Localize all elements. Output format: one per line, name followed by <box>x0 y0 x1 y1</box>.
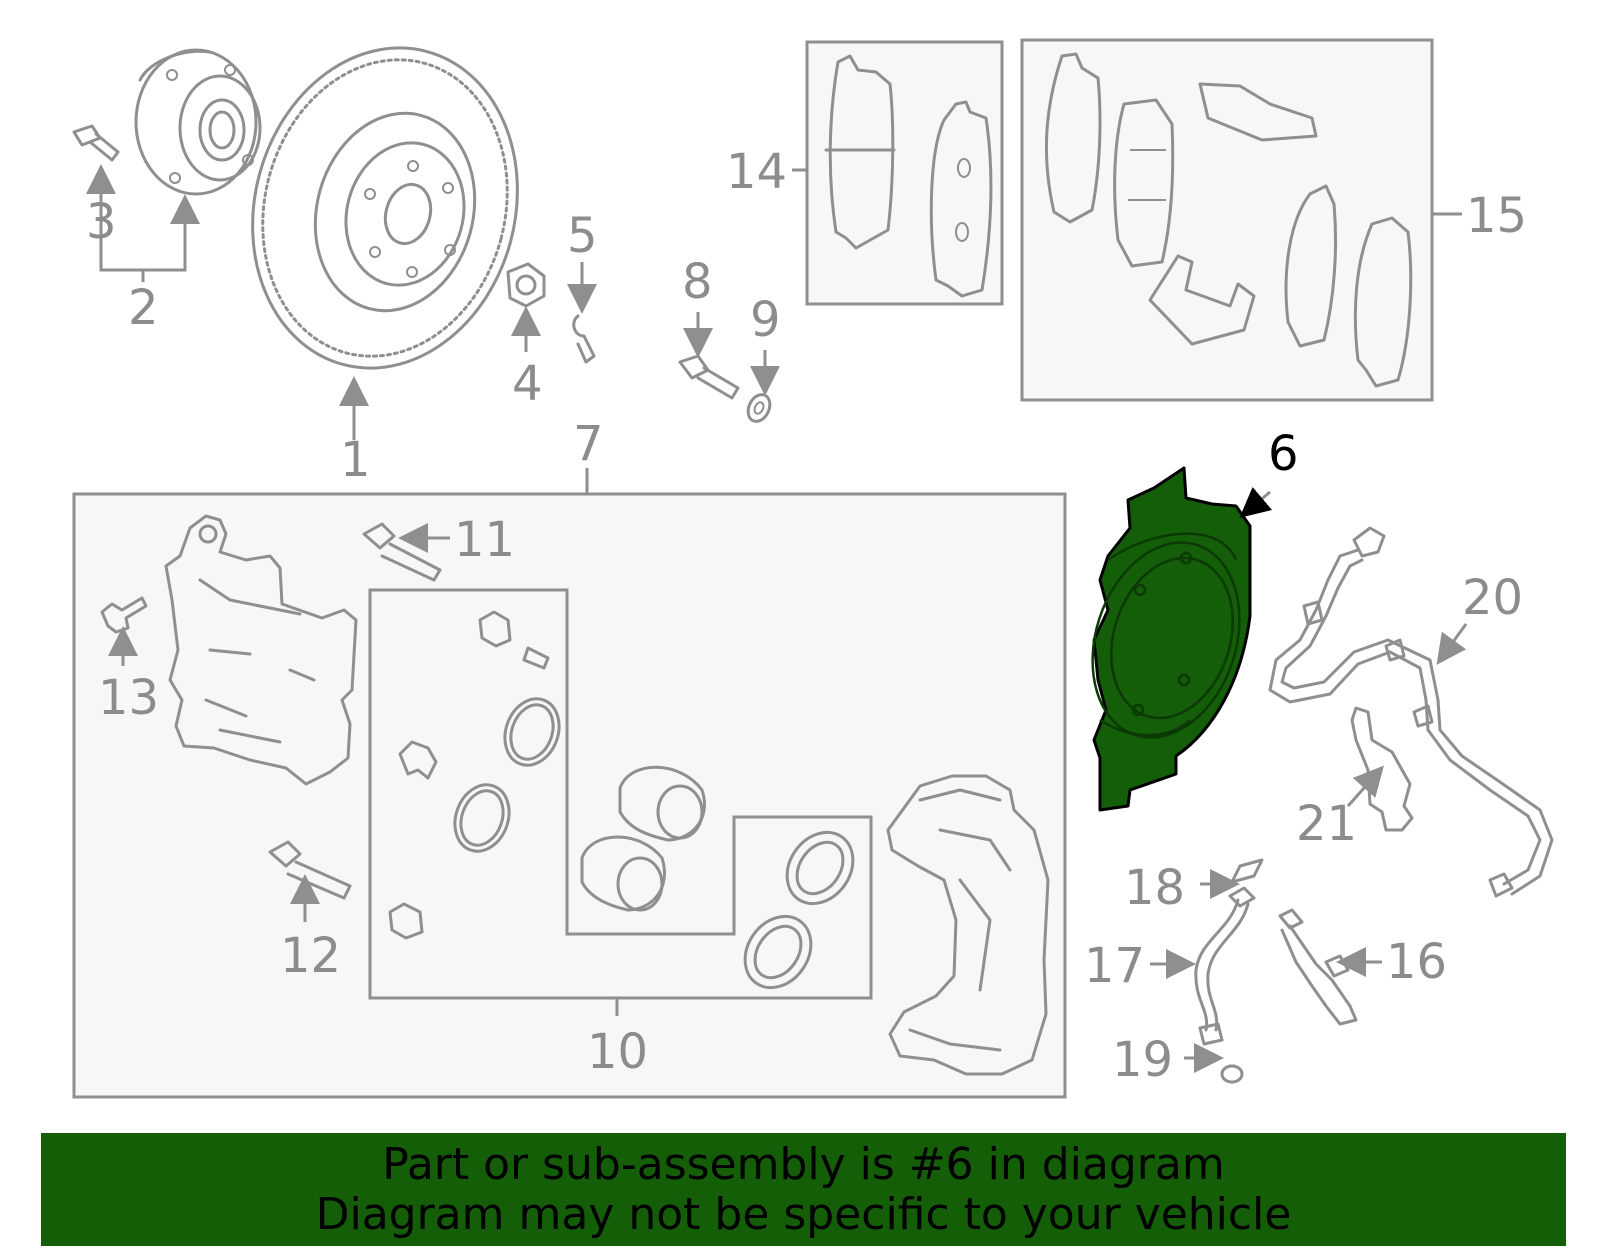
banner-line-1: Part or sub-assembly is #6 in diagram <box>382 1138 1225 1190</box>
callout-11: 11 <box>454 512 515 568</box>
callout-16: 16 <box>1386 934 1447 990</box>
wear-sensors-and-hose <box>1194 858 1358 1084</box>
leader-21 <box>1346 765 1384 807</box>
brake-rotor <box>251 46 519 370</box>
splash-shield-highlighted <box>1091 466 1252 812</box>
callout-1: 1 <box>340 432 371 488</box>
callout-6: 6 <box>1268 426 1299 482</box>
callout-19: 19 <box>1112 1032 1173 1088</box>
guide-pin-upper <box>362 522 442 582</box>
banner-line-2: Diagram may not be specific to your vehi… <box>315 1188 1292 1240</box>
box-pads-15 <box>1020 38 1434 402</box>
callout-4: 4 <box>512 356 543 412</box>
callout-9: 9 <box>750 292 781 348</box>
callout-8: 8 <box>682 254 713 310</box>
retaining-clip <box>572 314 596 364</box>
callout-13: 13 <box>98 670 159 726</box>
callout-2: 2 <box>128 280 159 336</box>
caliper-housing <box>164 514 358 786</box>
hub-assembly <box>134 48 262 196</box>
info-banner: Part or sub-assembly is #6 in diagram Di… <box>41 1133 1566 1246</box>
callout-12: 12 <box>280 928 341 984</box>
callout-5: 5 <box>567 208 598 264</box>
caliper-bolt <box>678 354 740 400</box>
leader-20 <box>1436 623 1468 665</box>
callout-15: 15 <box>1466 188 1527 244</box>
brake-pads-14 <box>824 54 993 298</box>
leader-6 <box>1239 487 1273 518</box>
sensor-bracket <box>1350 706 1414 832</box>
box-kit-10 <box>368 588 873 1000</box>
washer <box>746 393 772 423</box>
callout-18: 18 <box>1124 860 1185 916</box>
callout-7: 7 <box>573 416 604 472</box>
brake-pads-15 <box>1044 52 1413 388</box>
wheel-stud <box>72 124 120 162</box>
callout-21: 21 <box>1296 796 1357 852</box>
callout-14: 14 <box>726 144 787 200</box>
hub-nut <box>506 262 546 308</box>
wheel-speed-sensor <box>1268 526 1554 898</box>
callout-17: 17 <box>1084 938 1145 994</box>
caliper-bracket <box>886 774 1050 1076</box>
callout-3: 3 <box>86 194 117 250</box>
callout-10: 10 <box>587 1024 648 1080</box>
repair-kit-parts <box>388 610 855 990</box>
callout-20: 20 <box>1462 570 1523 626</box>
